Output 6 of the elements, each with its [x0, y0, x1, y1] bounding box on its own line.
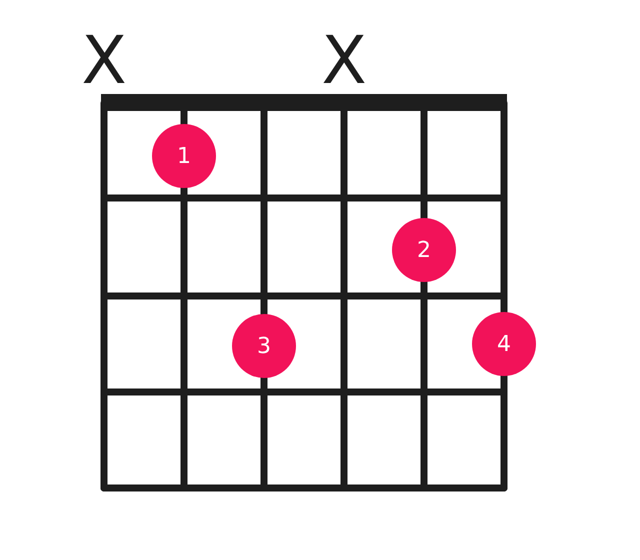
finger-dot: 3 — [232, 314, 296, 378]
finger-dot: 1 — [152, 124, 216, 188]
muted-string-mark: X — [322, 28, 367, 94]
muted-string-mark: X — [82, 28, 127, 94]
finger-dot: 4 — [472, 312, 536, 376]
finger-dot: 2 — [392, 218, 456, 282]
